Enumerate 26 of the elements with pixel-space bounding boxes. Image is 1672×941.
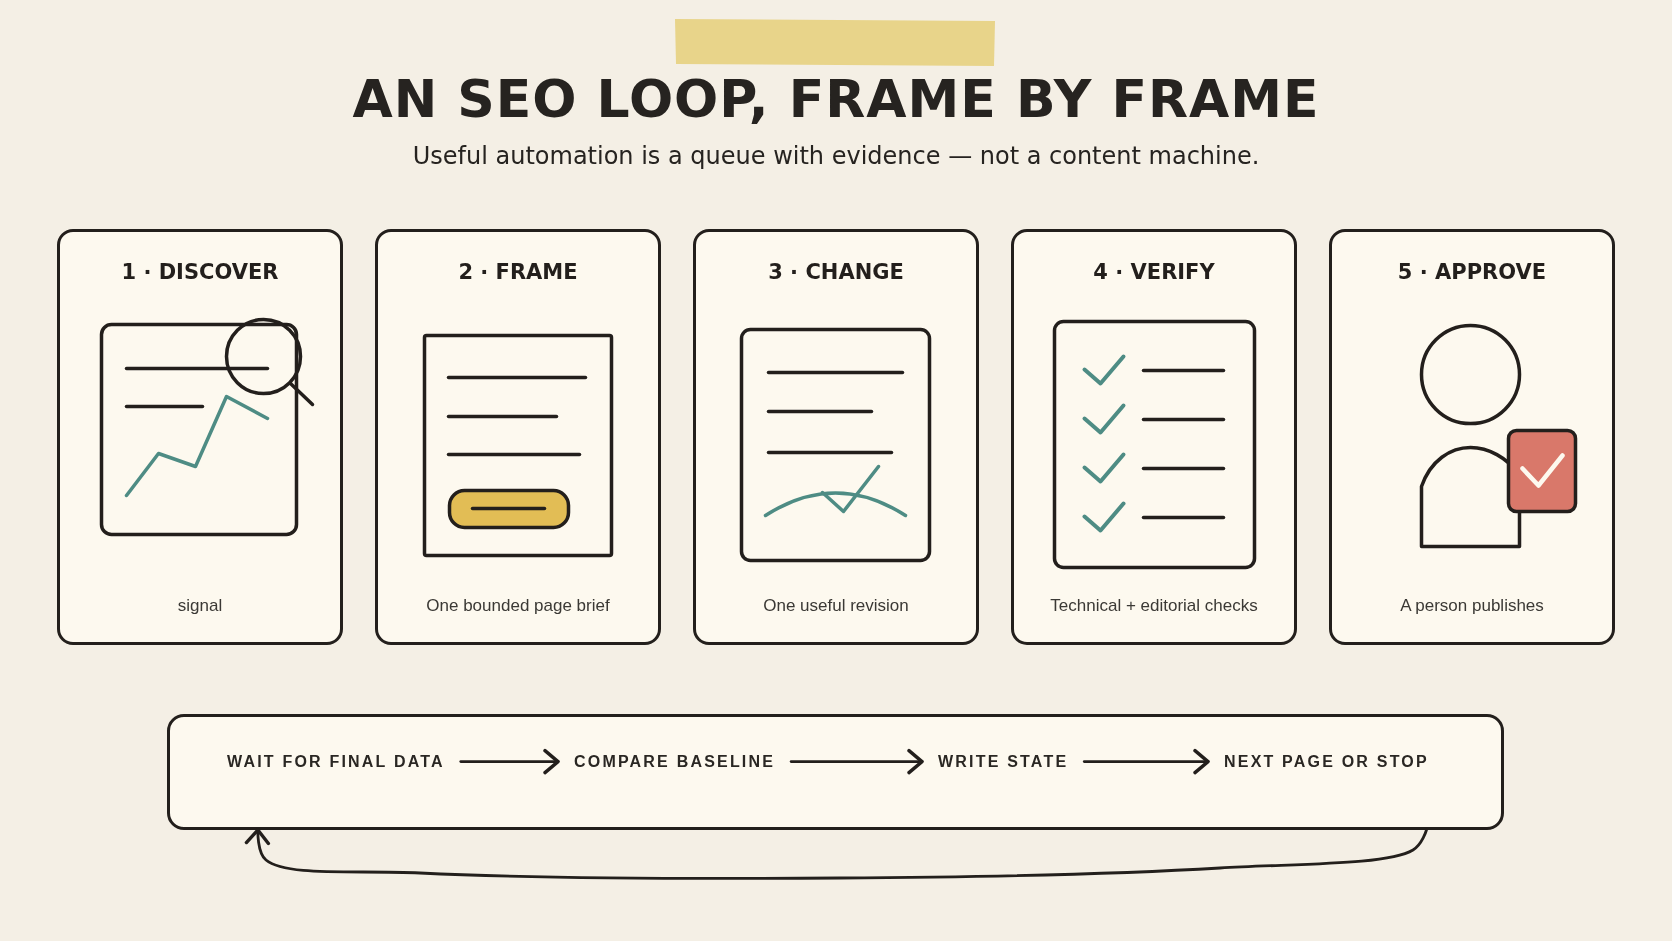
subtitle: Useful automation is a queue with evidence — not a content machine.	[412, 142, 1260, 171]
step-heading: 4 · VERIFY	[1093, 260, 1215, 286]
step-caption: A person publishes	[1400, 596, 1544, 617]
step-caption: signal	[177, 596, 223, 617]
step-card	[375, 229, 661, 645]
step-label: WRITE STATE	[938, 752, 1069, 772]
step-label: COMPARE BASELINE	[574, 752, 776, 772]
step-caption: One useful revision	[763, 596, 909, 617]
process-panel	[167, 714, 1504, 830]
step-caption: Technical + editorial checks	[1050, 596, 1258, 617]
step-card	[57, 229, 343, 645]
arrow	[1082, 748, 1210, 775]
step-heading: 2 · FRAME	[458, 260, 578, 286]
step-card	[1329, 229, 1615, 645]
arrow	[459, 748, 560, 775]
step-heading: 5 · APPROVE	[1397, 260, 1547, 286]
step-label: WAIT FOR FINAL DATA	[227, 752, 445, 772]
step-card	[1011, 229, 1297, 645]
arrow	[789, 748, 924, 775]
curved-arrow	[244, 828, 1428, 880]
step-caption: One bounded page brief	[426, 596, 610, 617]
step-heading: 1 · DISCOVER	[121, 260, 279, 286]
step-label: NEXT PAGE OR STOP	[1224, 752, 1429, 772]
title: AN SEO LOOP, FRAME BY FRAME	[352, 70, 1320, 130]
step-card	[693, 229, 979, 645]
step-heading: 3 · CHANGE	[768, 260, 904, 286]
